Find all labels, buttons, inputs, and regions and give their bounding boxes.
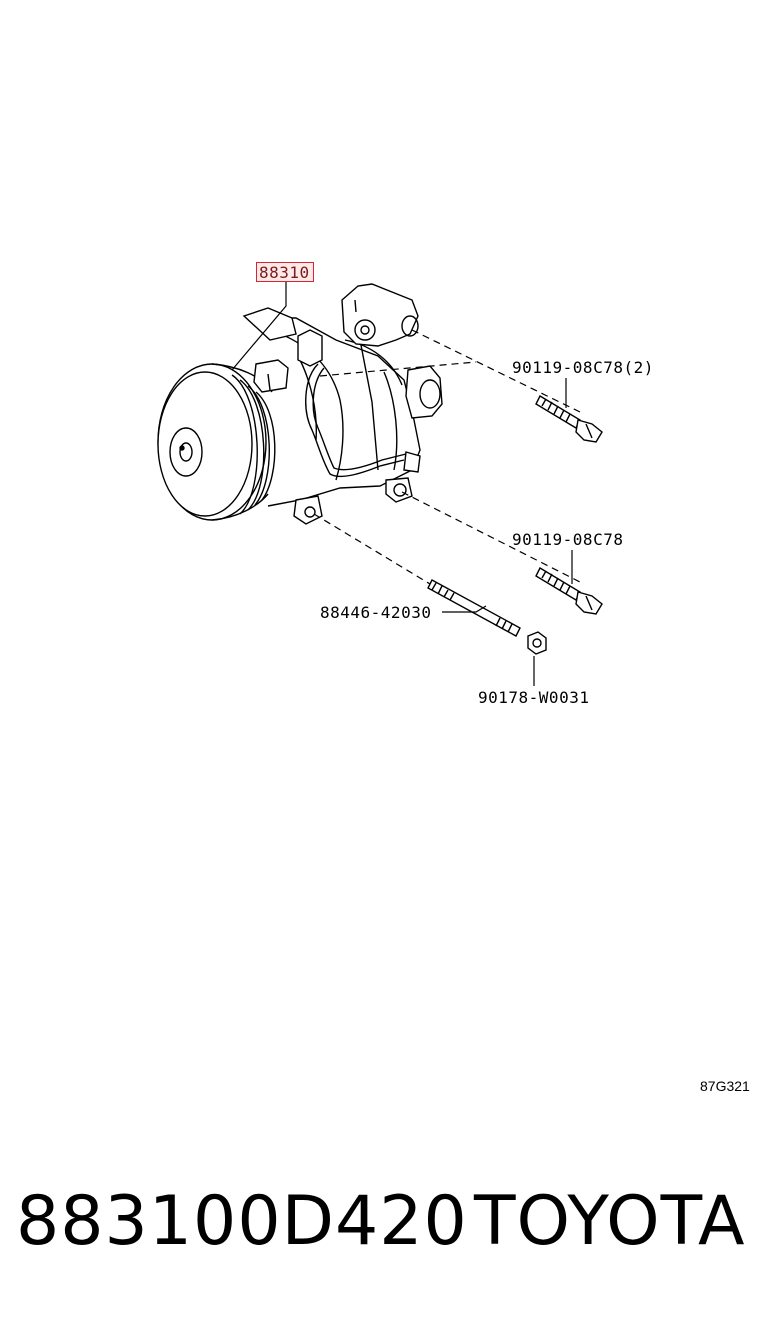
footer-brand: TOYOTA xyxy=(474,1182,746,1261)
bolt-lower-drawing xyxy=(535,567,603,615)
callout-stud[interactable]: 88446-42030 xyxy=(320,603,432,622)
callout-nut[interactable]: 90178-W0031 xyxy=(478,688,590,707)
diagram-reference-code: 87G321 xyxy=(700,1078,750,1094)
highlighted-part-label[interactable]: 88310 xyxy=(256,262,314,282)
ac-compressor-drawing xyxy=(157,283,443,525)
callout-bolt-upper[interactable]: 90119-08C78(2) xyxy=(512,358,654,377)
stud-drawing xyxy=(427,579,521,637)
highlighted-part-number: 88310 xyxy=(259,263,310,282)
footer-part-number: 883100D420 xyxy=(16,1182,468,1261)
bolt-upper-drawing xyxy=(535,395,603,443)
callout-bolt-lower[interactable]: 90119-08C78 xyxy=(512,530,624,549)
nut-drawing xyxy=(527,631,547,655)
